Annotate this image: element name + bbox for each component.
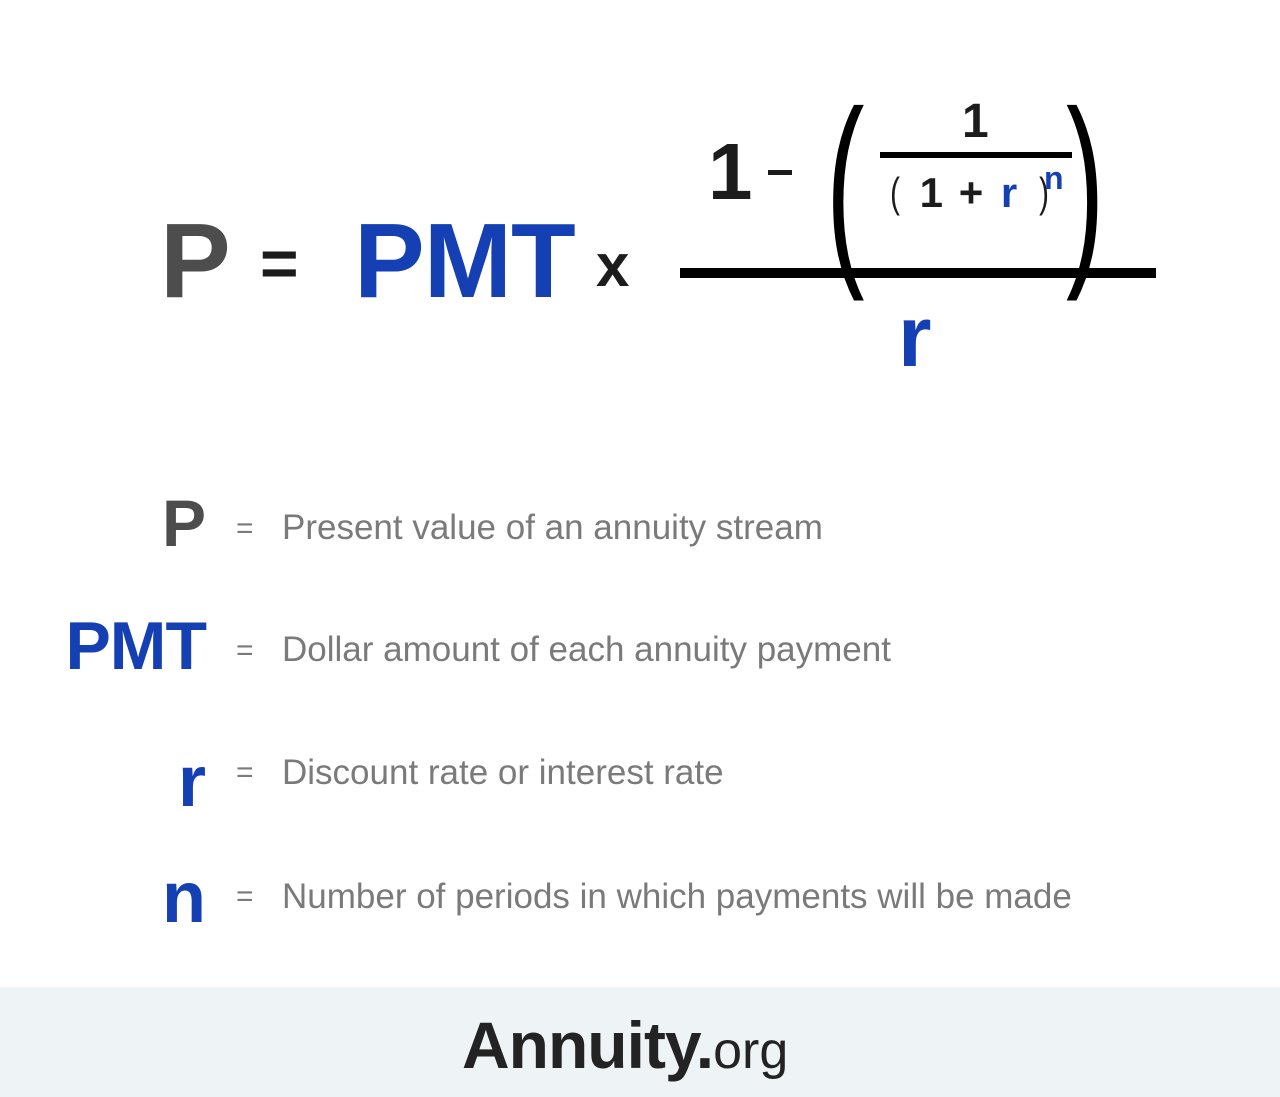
inner-open-paren: (: [890, 169, 900, 216]
brand-name: Annuity.: [462, 1008, 714, 1082]
exponent-n: n: [1044, 160, 1064, 196]
legend-symbol: P: [161, 486, 206, 560]
formula-lhs-p: P: [160, 202, 231, 320]
legend-description: Discount rate or interest rate: [282, 753, 724, 792]
legend-equals: =: [236, 756, 254, 789]
inner-numerator: 1: [962, 95, 989, 148]
big-open-paren: (: [826, 67, 865, 302]
legend-equals: =: [236, 634, 254, 667]
legend-symbol: r: [177, 742, 206, 822]
legend-row-n: n = Number of periods in which payments …: [0, 858, 1280, 938]
inner-one: 1: [919, 169, 944, 216]
inner-r: r: [1000, 169, 1018, 216]
numerator-minus: [768, 170, 792, 175]
numerator-one: 1: [708, 127, 753, 216]
footer: Annuity.org: [0, 987, 1280, 1097]
legend-description: Dollar amount of each annuity payment: [282, 630, 891, 669]
legend-description: Present value of an annuity stream: [282, 508, 823, 547]
legend-description: Number of periods in which payments will…: [282, 877, 1072, 916]
denominator-r: r: [898, 289, 932, 385]
main-fraction-bar: [680, 268, 1156, 278]
legend-equals: =: [236, 512, 254, 545]
legend-row-pmt: PMT = Dollar amount of each annuity paym…: [0, 612, 1280, 692]
legend-equals: =: [236, 880, 254, 913]
formula-equals: =: [260, 226, 299, 300]
formula-times: x: [596, 232, 630, 299]
brand-tld: org: [713, 1022, 789, 1080]
legend-symbol: n: [162, 858, 206, 938]
formula-pmt: PMT: [354, 202, 576, 320]
inner-plus: +: [958, 169, 984, 216]
inner-denominator: ( 1 + r ): [888, 172, 1051, 214]
legend-row-r: r = Discount rate or interest rate: [0, 736, 1280, 822]
big-close-paren: ): [1066, 67, 1105, 302]
inner-fraction-bar: [880, 152, 1072, 158]
legend-row-p: P = Present value of an annuity stream: [0, 490, 1280, 570]
inner-close-paren: ): [1039, 169, 1049, 216]
brand-logo: Annuity.org: [462, 1007, 788, 1083]
legend-symbol: PMT: [65, 608, 207, 684]
